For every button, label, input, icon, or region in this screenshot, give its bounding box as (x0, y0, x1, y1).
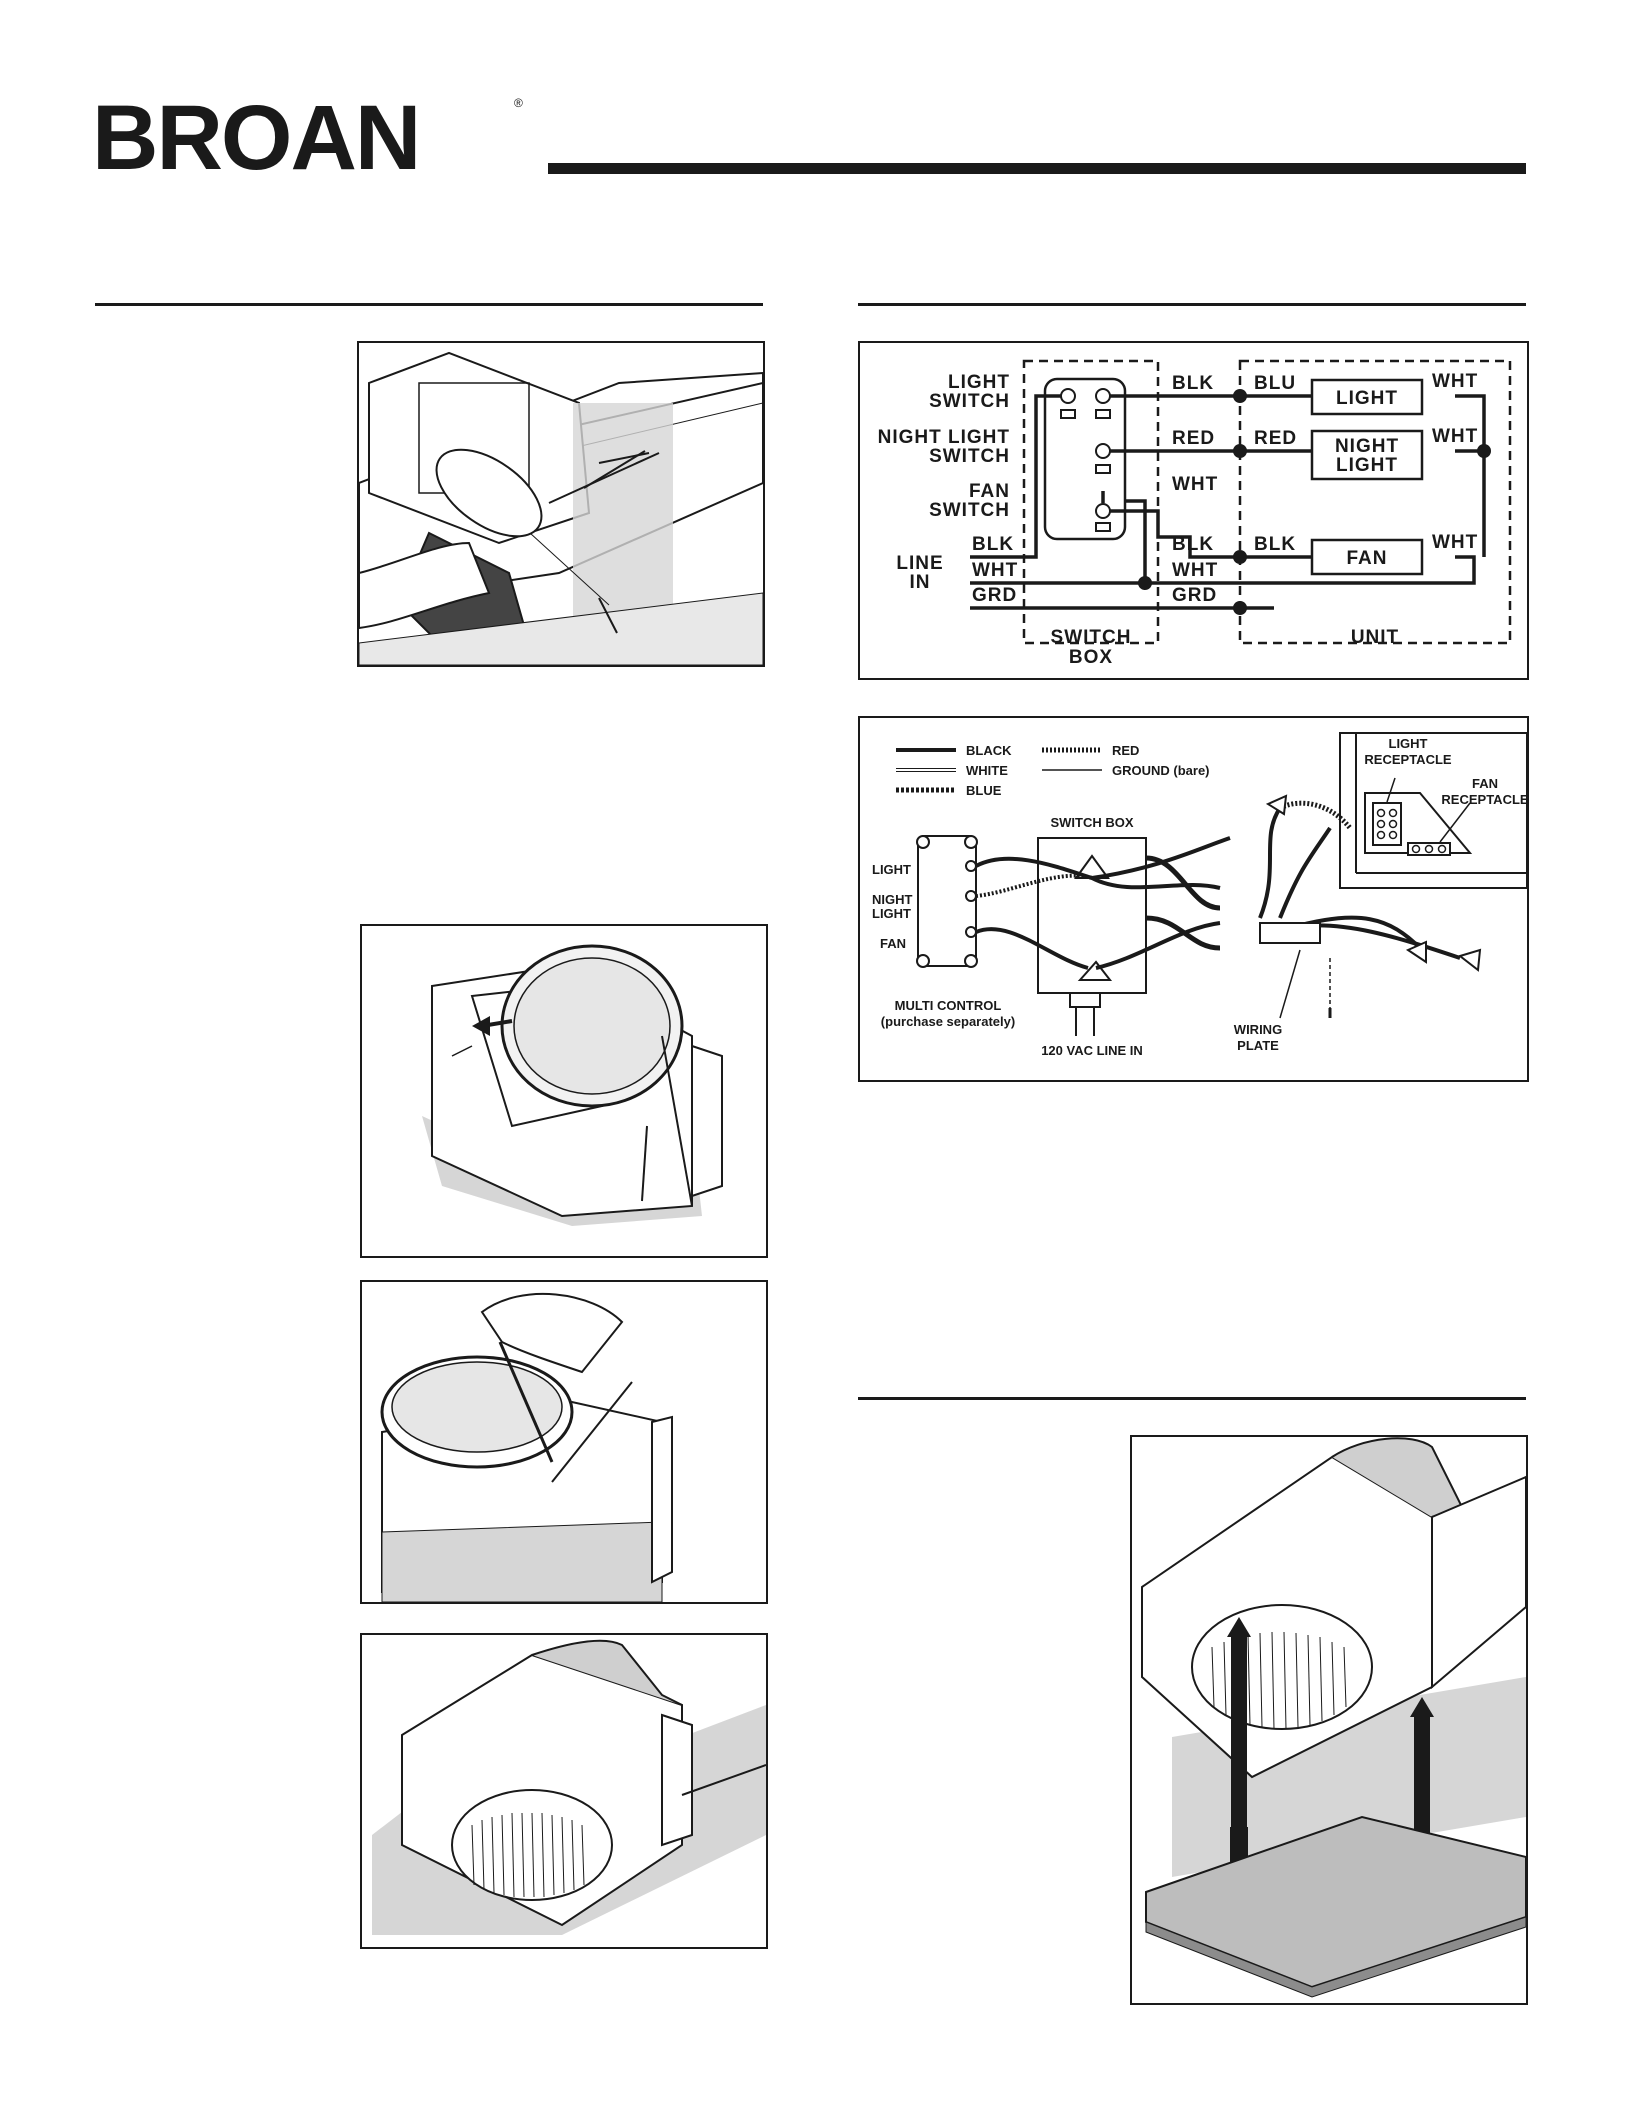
component-light: LIGHT (1336, 388, 1398, 409)
wire-unit-red: RED (1254, 428, 1297, 449)
wire-mid-wht-1: WHT (1172, 474, 1218, 495)
switch-box-outline (1022, 359, 1160, 645)
header-rule (548, 163, 1526, 174)
label-line-in-1: LINE (896, 553, 943, 574)
wire-mid-blk-1: BLK (1172, 373, 1214, 394)
control-light: LIGHT (872, 862, 911, 877)
label-fan-switch-2: SWITCH (929, 500, 1010, 521)
legend-white: WHITE (966, 763, 1008, 778)
wire-out-wht-3: WHT (1432, 532, 1478, 553)
section-rule-right-lower (858, 1397, 1526, 1400)
switch-box-label: SWITCH BOX (1050, 815, 1133, 830)
legend-blue: BLUE (966, 783, 1002, 798)
wiring-plate-2: PLATE (1237, 1038, 1279, 1053)
line-in-label: 120 VAC LINE IN (1041, 1043, 1143, 1058)
registered-mark: ® (514, 96, 523, 110)
component-fan: FAN (1347, 548, 1388, 569)
logo-wordmark: BROAN (92, 87, 421, 189)
wire-mid-grd: GRD (1172, 585, 1217, 606)
broan-logo: BROAN (92, 92, 522, 184)
wire-line-grd: GRD (972, 585, 1017, 606)
figure-screwdriver (360, 1280, 768, 1604)
label-light-switch-1: LIGHT (948, 372, 1010, 393)
control-night: NIGHT (872, 892, 913, 907)
label-unit: UNIT (1351, 627, 1399, 648)
multi-control-1: MULTI CONTROL (895, 998, 1002, 1013)
figure-housing-installed (360, 1633, 768, 1949)
wire-mid-blk-2: BLK (1172, 534, 1214, 555)
figure-grille-install (1130, 1435, 1528, 2005)
label-fan-switch-1: FAN (969, 481, 1010, 502)
legend-ground: GROUND (bare) (1112, 763, 1210, 778)
fan-receptacle-1: FAN (1472, 776, 1498, 791)
control-night-light: LIGHT (872, 906, 911, 921)
control-fan: FAN (880, 936, 906, 951)
wire-out-wht-1: WHT (1432, 371, 1478, 392)
multi-control-2: (purchase separately) (881, 1014, 1015, 1029)
light-receptacle-2: RECEPTACLE (1364, 752, 1451, 767)
wire-unit-blk: BLK (1254, 534, 1296, 555)
wire-line-wht: WHT (972, 560, 1018, 581)
light-receptacle-1: LIGHT (1389, 736, 1428, 751)
component-night: NIGHT (1335, 436, 1399, 457)
wire-unit-blu: BLU (1254, 373, 1296, 394)
unit-outline (1238, 359, 1512, 645)
pictorial-wiring-diagram: BLACK WHITE BLUE RED GROUND (bare) LIGHT… (858, 716, 1529, 1082)
wire-mid-wht-2: WHT (1172, 560, 1218, 581)
label-night-light-switch-1: NIGHT LIGHT (878, 427, 1010, 448)
legend-black: BLACK (966, 743, 1012, 758)
wiring-plate-1: WIRING (1234, 1022, 1282, 1037)
label-switch-box-1: SWITCH (1051, 627, 1132, 648)
label-line-in-2: IN (910, 572, 931, 593)
section-rule-left (95, 303, 763, 306)
legend-red: RED (1112, 743, 1139, 758)
wire-out-wht-2: WHT (1432, 426, 1478, 447)
section-rule-right (858, 303, 1526, 306)
wire-line-blk: BLK (972, 534, 1014, 555)
figure-duct-connector (360, 924, 768, 1258)
wire-mid-red: RED (1172, 428, 1215, 449)
multi-switch (1043, 377, 1127, 541)
label-switch-box-2: BOX (1069, 647, 1113, 668)
figure-drill-mounting (357, 341, 765, 667)
label-night-light-switch-2: SWITCH (929, 446, 1010, 467)
fan-receptacle-2: RECEPTACLE (1441, 792, 1527, 807)
component-night-light: LIGHT (1336, 455, 1398, 476)
label-light-switch-2: SWITCH (929, 391, 1010, 412)
schematic-wiring-diagram: LIGHT NIGHT LIGHT FAN LIGHT SWITCH NIGHT… (858, 341, 1529, 680)
